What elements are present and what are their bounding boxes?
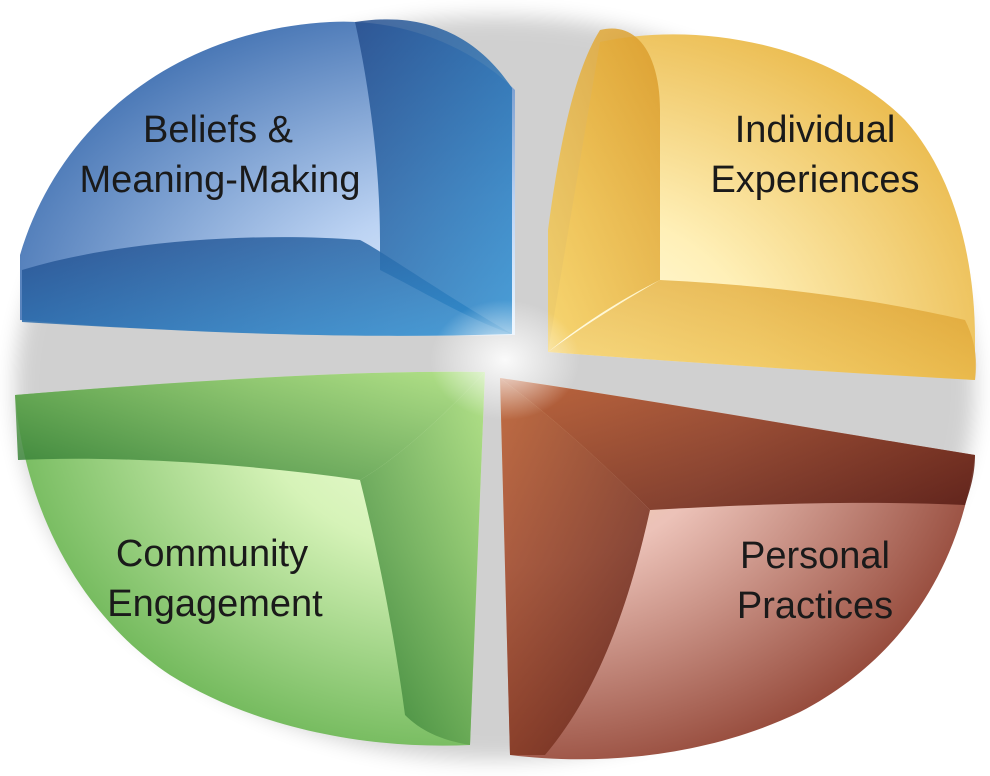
quadrant-individual-label-2: Experiences bbox=[710, 159, 919, 201]
quadrant-personal-label-2: Practices bbox=[737, 585, 893, 627]
quadrant-individual-fold bbox=[548, 28, 660, 352]
quadrant-personal: Personal Practices bbox=[500, 378, 975, 760]
quadrant-beliefs-label-1: Beliefs & bbox=[143, 109, 293, 151]
quadrant-individual-label-1: Individual bbox=[735, 109, 896, 151]
quadrant-community: Community Engagement bbox=[15, 371, 485, 746]
quadrant-community-label-2: Engagement bbox=[107, 583, 323, 625]
quadrant-beliefs-fold bbox=[355, 19, 512, 334]
quadrant-beliefs-label-2: Meaning-Making bbox=[80, 159, 361, 201]
quadrant-personal-fold-top bbox=[500, 378, 975, 510]
quadrant-community-fold-top bbox=[15, 371, 485, 480]
quadrant-community-fold-right bbox=[360, 372, 485, 745]
quadrant-individual-fold-bottom bbox=[548, 280, 977, 380]
quadrant-personal-label-1: Personal bbox=[740, 535, 890, 577]
center-glow bbox=[430, 300, 580, 420]
quadrant-beliefs-fold-bottom bbox=[22, 237, 512, 336]
quadrant-individual: Individual Experiences bbox=[548, 28, 977, 380]
quadrant-community-label-1: Community bbox=[116, 533, 308, 575]
quadrant-beliefs: Beliefs & Meaning-Making bbox=[20, 19, 515, 336]
quadrant-personal-fold-left bbox=[500, 378, 650, 755]
